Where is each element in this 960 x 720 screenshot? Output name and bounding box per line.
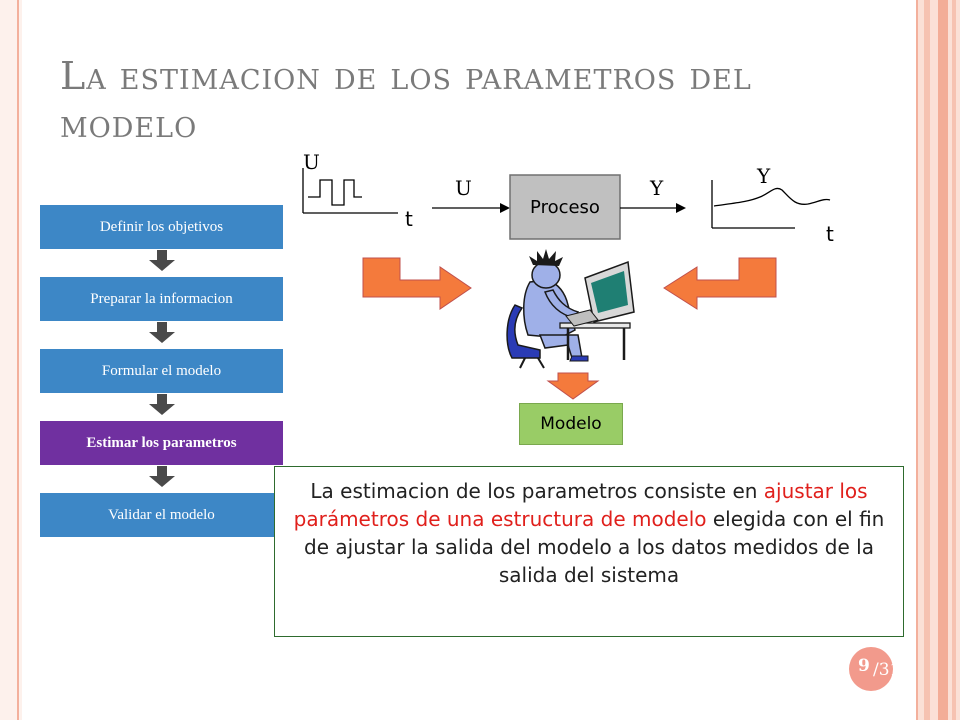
description-text-start: La estimacion de los parametros consiste… [310, 479, 764, 503]
page-number: 9 [858, 656, 870, 676]
description-highlight: ajustar los parámetros de una estructura… [293, 479, 868, 531]
flow-step-validar-modelo: Validar el modelo [40, 493, 283, 537]
model-box: Modelo [519, 403, 623, 445]
output-signal-plot [711, 180, 831, 229]
right-frame-decoration [916, 0, 960, 720]
output-arrow-label: Y [650, 176, 664, 200]
input-time-label: t [405, 207, 413, 231]
output-arrow [620, 203, 686, 213]
flow-step-formular-modelo: Formular el modelo [40, 349, 283, 393]
process-label: Proceso [530, 196, 600, 218]
page-number-badge [849, 647, 893, 691]
input-signal-plot [302, 168, 398, 214]
output-time-label: t [826, 222, 834, 246]
input-arrow-label: U [455, 176, 472, 200]
flow-step-estimar-parametros: Estimar los parametros [40, 421, 283, 465]
description-box: La estimacion de los parametros consiste… [274, 466, 904, 637]
right-orange-arrow [663, 257, 777, 310]
flow-step-definir-objetivos: Definir los objetivos [40, 205, 283, 249]
person-at-computer-illustration [506, 249, 635, 369]
description-text-end: elegida con el fin de ajustar la salida … [304, 507, 885, 587]
input-signal-label: U [303, 150, 320, 174]
input-arrow [432, 203, 510, 213]
flow-connector-arrows [149, 250, 175, 487]
flow-step-preparar-informacion: Preparar la informacion [40, 277, 283, 321]
process-box [509, 174, 621, 240]
left-frame-decoration [0, 0, 22, 720]
left-orange-arrow [362, 257, 472, 310]
output-signal-label: Y [757, 164, 771, 188]
slide-title: La estimacion de los parametros del mode… [60, 54, 752, 146]
down-orange-arrow [546, 372, 600, 400]
page-total: /31 [873, 660, 901, 680]
